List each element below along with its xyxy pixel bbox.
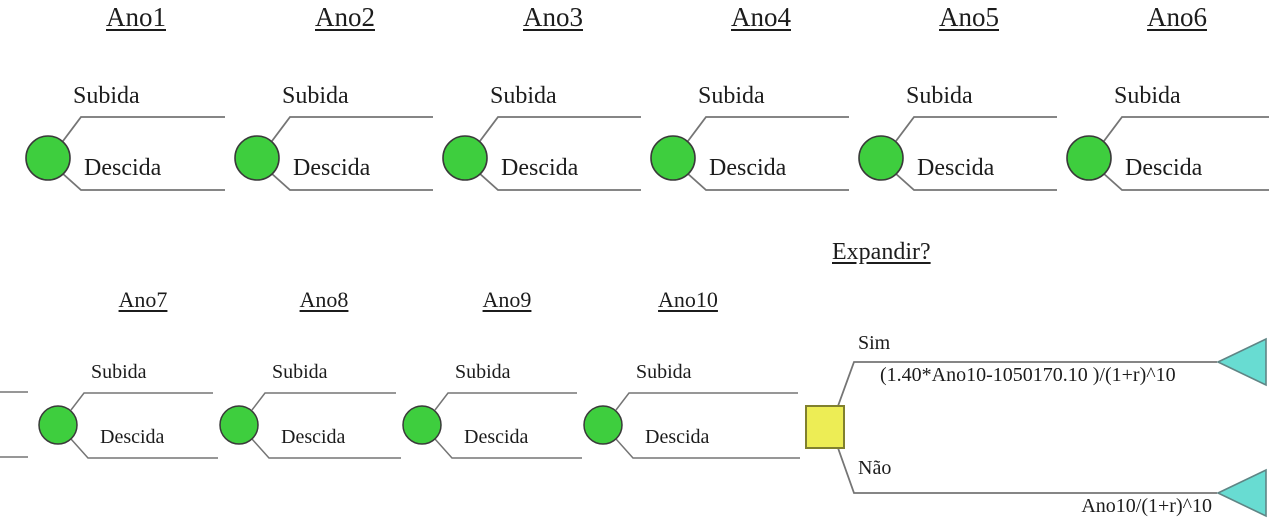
year-title: Ano5 (939, 2, 999, 32)
branch-label-subida: Subida (698, 83, 765, 109)
descida-branch-line (70, 438, 218, 459)
decision-title: Expandir? (832, 239, 931, 265)
descida-branch-line (270, 172, 433, 191)
chance-node[interactable] (1066, 135, 1112, 181)
branch-label-descida: Descida (293, 155, 371, 181)
terminal-node-nao[interactable] (1216, 468, 1267, 518)
chance-node[interactable] (858, 135, 904, 181)
year-title: Ano4 (731, 2, 791, 32)
branch-label-descida: Descida (281, 426, 346, 448)
branch-label-descida: Descida (501, 155, 579, 181)
subida-branch-line (434, 392, 577, 411)
subida-branch-line (479, 116, 641, 142)
chance-node[interactable] (402, 405, 442, 445)
descida-branch-line (61, 172, 225, 191)
branch-label-nao: Não (858, 457, 892, 479)
subida-branch-line (70, 392, 213, 411)
year-title: Ano3 (523, 2, 583, 32)
descida-branch-line (251, 438, 401, 459)
year-title: Ano6 (1147, 2, 1207, 32)
branch-label-subida: Subida (906, 83, 973, 109)
subida-branch-line (615, 392, 798, 411)
chance-node[interactable] (234, 135, 280, 181)
subida-branch-line (687, 116, 849, 142)
descida-branch-line (686, 172, 849, 191)
branch-label-subida: Subida (490, 83, 557, 109)
sim-branch-line (837, 361, 1217, 407)
branch-label-descida: Descida (709, 155, 787, 181)
year-title: Ano9 (482, 287, 532, 312)
chance-node[interactable] (25, 135, 71, 181)
descida-branch-line (1102, 172, 1269, 191)
year-title: Ano1 (106, 2, 166, 32)
branch-label-subida: Subida (455, 361, 511, 383)
nao-branch-line (837, 447, 1217, 494)
branch-label-descida: Descida (917, 155, 995, 181)
payoff-formula-nao: Ano10/(1+r)^10 (1081, 495, 1212, 517)
year-title: Ano8 (299, 287, 349, 312)
year-title: Ano2 (315, 2, 375, 32)
branch-label-descida: Descida (100, 426, 165, 448)
branch-label-sim: Sim (858, 332, 891, 354)
subida-branch-line (1103, 116, 1269, 142)
year-title: Ano10 (658, 287, 718, 312)
chance-node[interactable] (650, 135, 696, 181)
branch-label-descida: Descida (84, 155, 162, 181)
terminal-node-sim[interactable] (1216, 337, 1267, 387)
branch-label-subida: Subida (282, 83, 349, 109)
chance-node[interactable] (38, 405, 78, 445)
decision-node[interactable] (805, 405, 845, 449)
year-title: Ano7 (118, 287, 168, 312)
subida-branch-line (251, 392, 396, 411)
descida-branch-line (615, 438, 800, 459)
branch-label-subida: Subida (1114, 83, 1181, 109)
descida-branch-line (894, 172, 1057, 191)
subida-branch-line (271, 116, 433, 142)
chance-node[interactable] (442, 135, 488, 181)
descida-branch-line (434, 438, 582, 459)
branch-label-subida: Subida (636, 361, 692, 383)
chance-node[interactable] (219, 405, 259, 445)
branch-label-descida: Descida (645, 426, 710, 448)
subida-branch-line (895, 116, 1057, 142)
subida-branch-line (62, 116, 225, 142)
chance-node[interactable] (583, 405, 623, 445)
branch-label-subida: Subida (91, 361, 147, 383)
descida-branch-line (478, 172, 641, 191)
branch-label-descida: Descida (464, 426, 529, 448)
branch-label-descida: Descida (1125, 155, 1203, 181)
payoff-formula-sim: (1.40*Ano10-1050170.10 )/(1+r)^10 (880, 364, 1176, 386)
branch-label-subida: Subida (272, 361, 328, 383)
branch-label-subida: Subida (73, 83, 140, 109)
